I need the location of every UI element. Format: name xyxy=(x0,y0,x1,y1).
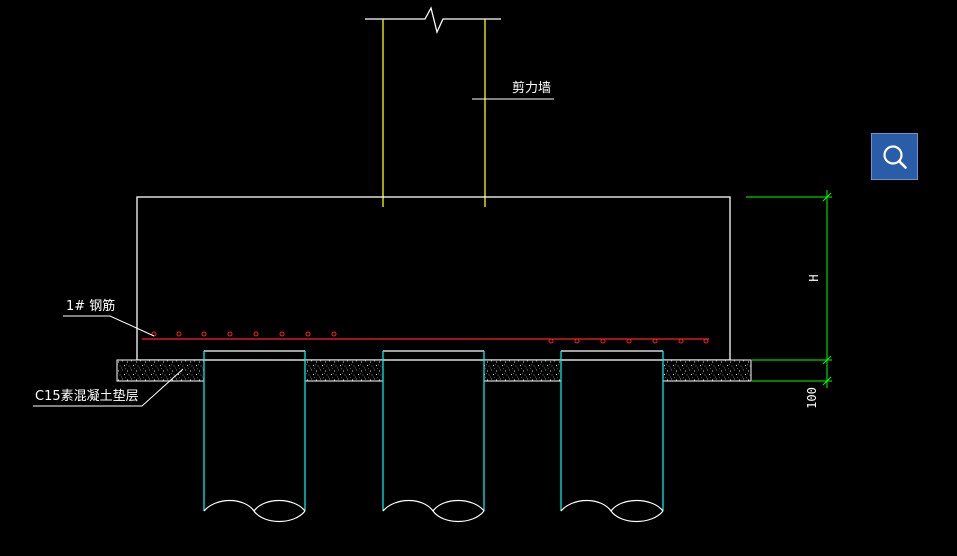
wall-label: 剪力墙 xyxy=(512,81,552,96)
cushion-label-leader xyxy=(33,368,184,407)
cushion-layer xyxy=(116,359,752,382)
break-line xyxy=(365,6,501,34)
cushion-label: C15素混凝土垫层 xyxy=(35,389,139,404)
pile-cap xyxy=(136,196,731,361)
pile-3 xyxy=(560,350,664,522)
rebar-dots xyxy=(151,331,709,344)
rebar-label-leader xyxy=(63,315,155,337)
dimension-lines xyxy=(746,190,832,388)
pile-1 xyxy=(203,350,306,522)
search-button[interactable] xyxy=(871,133,918,180)
search-icon xyxy=(882,144,907,169)
pile-2 xyxy=(382,350,485,522)
rebar-label: 1# 钢筋 xyxy=(66,299,116,314)
shear-wall xyxy=(382,19,486,207)
dimension-h: H xyxy=(807,274,821,282)
dimension-100: 100 xyxy=(805,387,819,409)
